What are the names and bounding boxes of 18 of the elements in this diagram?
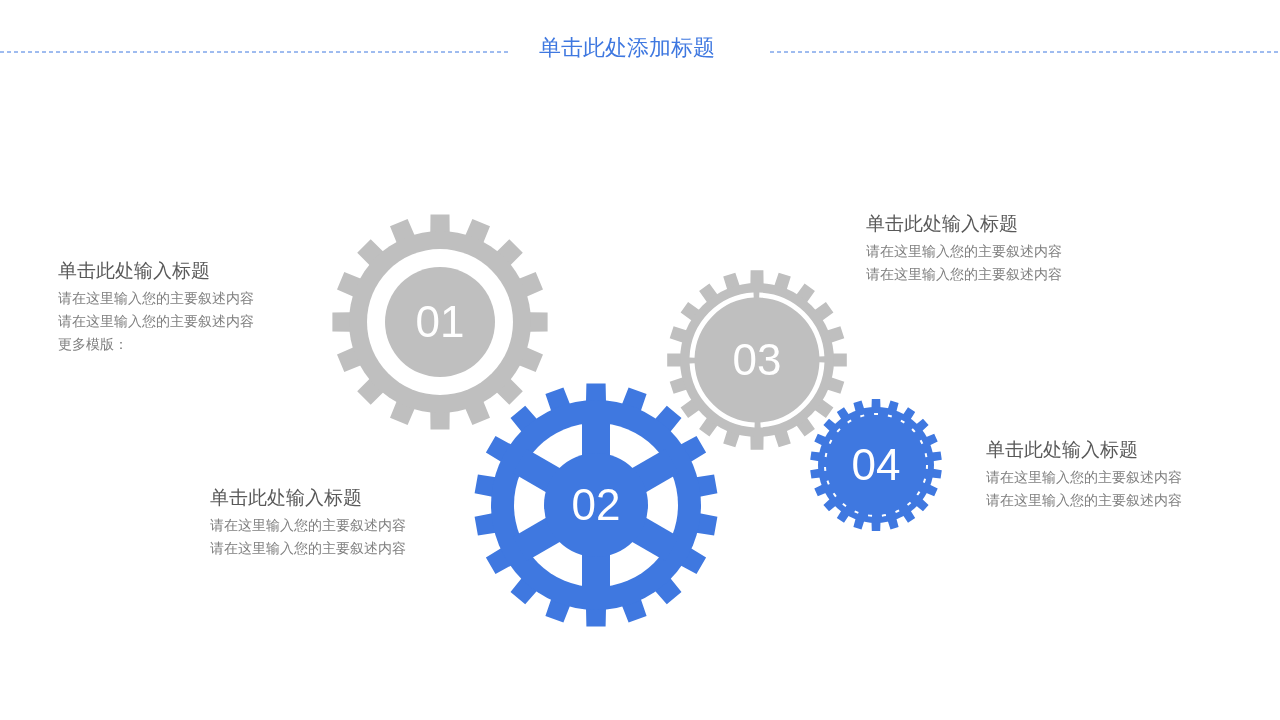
item-description: 请在这里输入您的主要叙述内容 bbox=[210, 516, 406, 535]
item-description: 请在这里输入您的主要叙述内容 bbox=[866, 242, 1062, 261]
item-description: 请在这里输入您的主要叙述内容 bbox=[58, 312, 254, 331]
item-heading: 单击此处输入标题 bbox=[986, 438, 1138, 462]
item-heading: 单击此处输入标题 bbox=[58, 259, 210, 283]
step-number: 01 bbox=[415, 297, 465, 347]
item-description: 请在这里输入您的主要叙述内容 bbox=[58, 289, 254, 308]
item-description: 更多模版： bbox=[58, 335, 128, 354]
step-number: 03 bbox=[732, 335, 782, 385]
item-heading: 单击此处输入标题 bbox=[866, 212, 1018, 236]
step-number: 02 bbox=[571, 480, 621, 530]
item-description: 请在这里输入您的主要叙述内容 bbox=[866, 265, 1062, 284]
step-number: 04 bbox=[851, 440, 901, 490]
item-description: 请在这里输入您的主要叙述内容 bbox=[210, 539, 406, 558]
item-description: 请在这里输入您的主要叙述内容 bbox=[986, 468, 1182, 487]
item-description: 请在这里输入您的主要叙述内容 bbox=[986, 491, 1182, 510]
item-heading: 单击此处输入标题 bbox=[210, 486, 362, 510]
slide-title: 单击此处添加标题 bbox=[539, 34, 715, 62]
